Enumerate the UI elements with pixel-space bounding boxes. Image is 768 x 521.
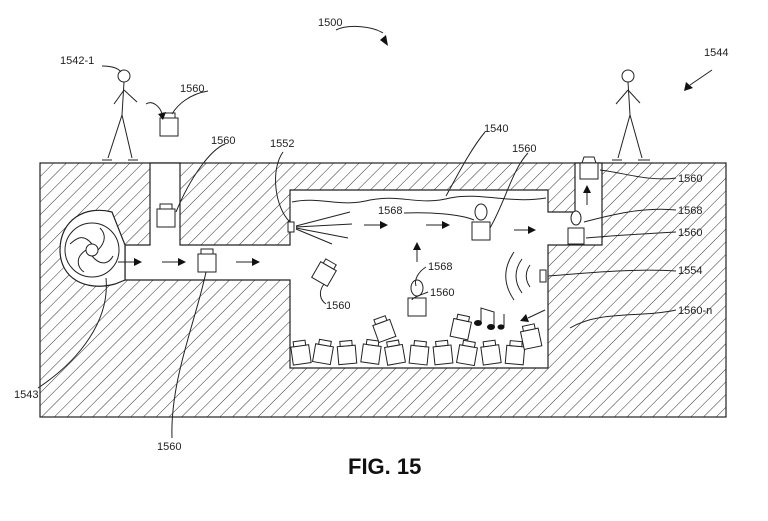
container-icon: [311, 258, 337, 287]
ref-main-label: 1500: [318, 17, 342, 29]
ref-container-label-5: 1560: [678, 227, 702, 239]
container-pile: [290, 313, 543, 367]
container-icon: [471, 203, 491, 241]
arrow-icon: [118, 25, 713, 322]
container-icon: [567, 210, 585, 245]
ref-container-label-7: 1560: [326, 300, 350, 312]
ref-nozzle-label: 1552: [270, 138, 294, 150]
ref-fan-label: 1543: [14, 389, 38, 401]
speaker-icon: [505, 251, 547, 301]
ref-tank-label: 1540: [484, 123, 508, 135]
leader-lines: [37, 65, 677, 439]
ref-container-n-label: 1560-n: [678, 305, 712, 317]
container-icon: [159, 112, 179, 137]
ref-sensor-label-3: 1568: [428, 261, 452, 273]
container-icon: [197, 248, 217, 273]
person-icon: [102, 69, 138, 161]
ground: [39, 162, 727, 418]
fan-icon: [64, 222, 120, 278]
water-surface: [291, 195, 547, 204]
ref-container-label-4: 1560: [678, 173, 702, 185]
ref-container-label-3: 1560: [512, 143, 536, 155]
music-note-icon: [474, 307, 505, 330]
ref-container-label-1: 1560: [180, 83, 204, 95]
ref-person-label: 1542-1: [60, 55, 94, 67]
container-icon: [156, 203, 176, 228]
ref-speaker-label: 1554: [678, 265, 702, 277]
person-icon: [612, 69, 650, 161]
sprayer-icon: [287, 211, 353, 245]
ref-sensor-label-1: 1568: [378, 205, 402, 217]
container-icon: [579, 156, 599, 180]
ref-system-label: 1544: [704, 47, 728, 59]
ref-container-label-6: 1560: [430, 287, 454, 299]
ref-container-label-2: 1560: [211, 135, 235, 147]
ref-sensor-label-2: 1568: [678, 205, 702, 217]
figure-caption: FIG. 15: [348, 454, 421, 479]
ref-container-label-8: 1560: [157, 441, 181, 453]
container-icon: [407, 279, 427, 317]
